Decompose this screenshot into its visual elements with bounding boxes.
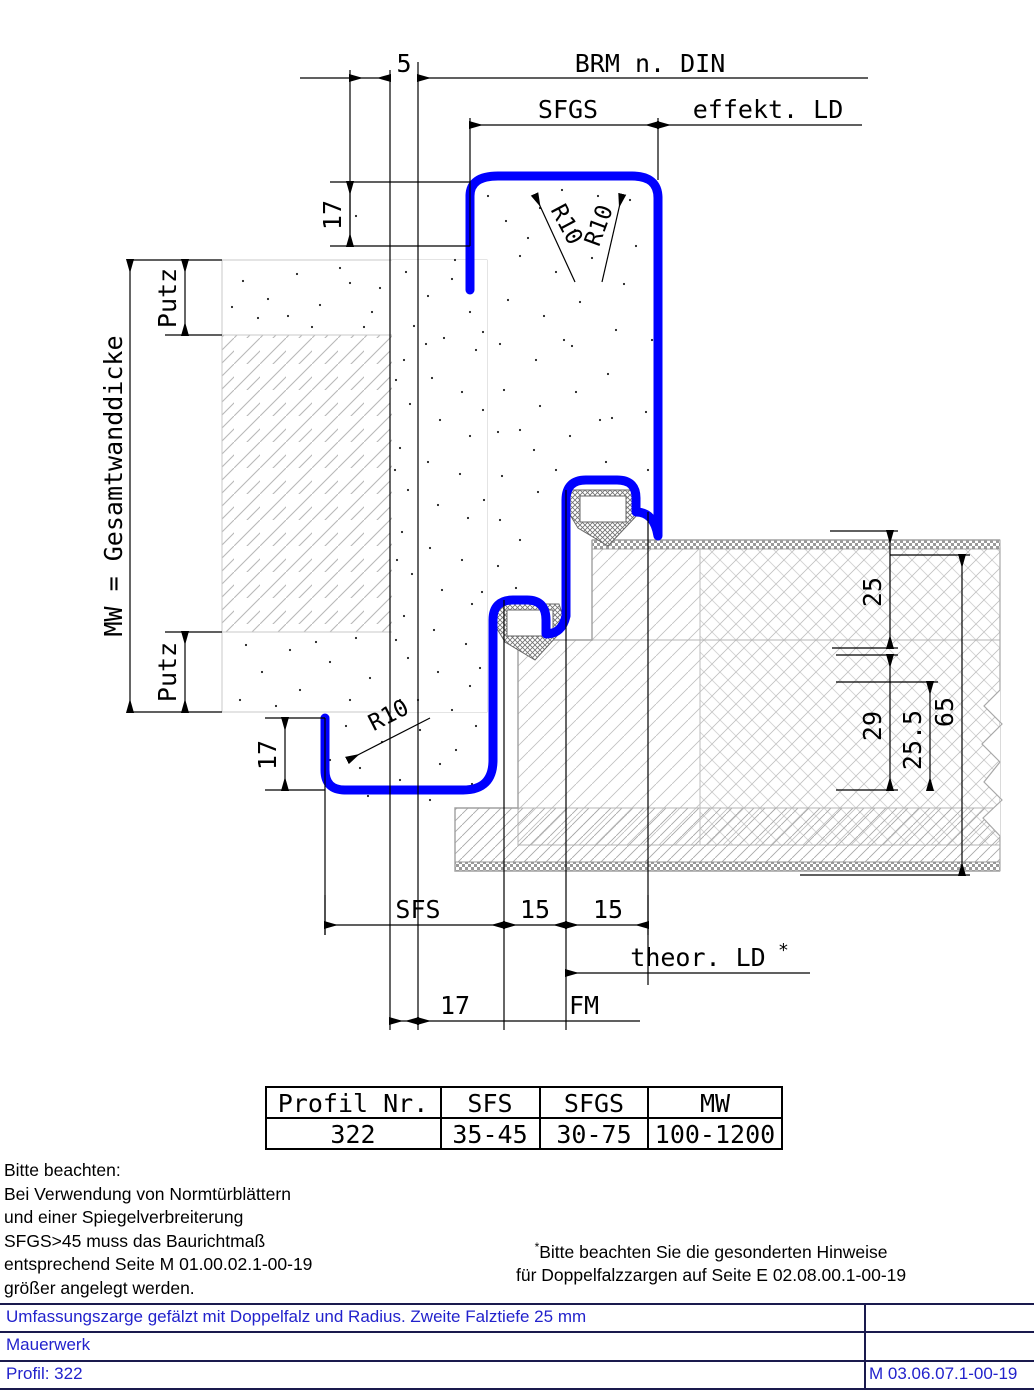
label-255: 25.5 bbox=[898, 710, 927, 770]
note-right-star: * bbox=[534, 1240, 540, 1254]
title-block-rule-bottom bbox=[0, 1388, 1034, 1390]
label-theor-ld: theor. LD bbox=[630, 943, 765, 972]
label-mw: MW = Gesamtwanddicke bbox=[99, 335, 128, 636]
label-29: 29 bbox=[858, 711, 887, 741]
leader-r10-bottom bbox=[345, 717, 431, 765]
label-brm: BRM n. DIN bbox=[575, 49, 726, 78]
table-cell-mw: 100-1200 bbox=[655, 1120, 775, 1149]
label-sfgs: SFGS bbox=[538, 95, 598, 124]
table-cell-sfs: 35-45 bbox=[452, 1120, 527, 1149]
note-right-line2: für Doppelfalzzargen auf Seite E 02.08.0… bbox=[516, 1265, 907, 1286]
profile-table: Profil Nr. SFS SFGS MW 322 35-45 30-75 1… bbox=[265, 1086, 783, 1150]
label-putz-upper: Putz bbox=[153, 268, 182, 328]
table-header-sfgs: SFGS bbox=[564, 1089, 624, 1118]
door-leaf-main-body2 bbox=[700, 640, 1000, 845]
wall-reveal-body bbox=[392, 260, 487, 712]
label-putz-lower: Putz bbox=[153, 642, 182, 702]
title-block-description: Umfassungszarge gefälzt mit Doppelfalz u… bbox=[6, 1307, 587, 1326]
leader-r10-left bbox=[530, 192, 576, 283]
title-block-rule-1 bbox=[0, 1331, 1034, 1333]
door-leaf-top-veneer bbox=[591, 539, 1001, 550]
label-65: 65 bbox=[930, 697, 959, 727]
frame-rebate-upper bbox=[561, 475, 663, 615]
table-cell-profil: 322 bbox=[330, 1120, 375, 1149]
label-17-bottom: 17 bbox=[253, 740, 282, 770]
title-block-profile: Profil: 322 bbox=[6, 1364, 83, 1383]
dimension-lines bbox=[125, 62, 970, 1030]
label-25: 25 bbox=[858, 577, 887, 607]
title-block-wall-type: Mauerwerk bbox=[6, 1335, 91, 1354]
note-left: Bitte beachten: Bei Verwendung von Normt… bbox=[4, 1160, 313, 1298]
label-theor-ld-star: * bbox=[778, 940, 789, 961]
note-right: *Bitte beachten Sie die gesonderten Hinw… bbox=[516, 1236, 906, 1288]
stipple-texture bbox=[230, 188, 662, 802]
frame-rebate-lower bbox=[488, 595, 571, 765]
label-sfs: SFS bbox=[395, 895, 440, 924]
door-leaf-foot-body bbox=[454, 807, 1001, 863]
title-block: Umfassungszarge gefälzt mit Doppelfalz u… bbox=[0, 1303, 1034, 1390]
label-17-fm: 17 bbox=[440, 991, 470, 1020]
frame-head-radius bbox=[465, 171, 663, 203]
leader-r10-right bbox=[601, 192, 627, 283]
label-15b: 15 bbox=[593, 895, 623, 924]
label-5: 5 bbox=[396, 49, 411, 78]
door-leaf bbox=[454, 539, 1003, 872]
door-leaf-upper-body2 bbox=[700, 548, 1000, 640]
frame-profile-blue bbox=[320, 171, 663, 795]
table-header-profil: Profil Nr. bbox=[278, 1089, 429, 1118]
title-block-document-code: M 03.06.07.1-00-19 bbox=[869, 1364, 1018, 1383]
frame-bottom-leg bbox=[340, 755, 498, 795]
note-right-line1: Bitte beachten Sie die gesonderten Hinwe… bbox=[539, 1241, 888, 1262]
label-fm: FM bbox=[569, 991, 599, 1020]
table-header-sfs: SFS bbox=[467, 1089, 512, 1118]
table-header-mw: MW bbox=[700, 1089, 731, 1118]
label-effekt-ld: effekt. LD bbox=[693, 95, 844, 124]
table-cell-sfgs: 30-75 bbox=[556, 1120, 631, 1149]
label-15a: 15 bbox=[520, 895, 550, 924]
title-block-rule-2 bbox=[0, 1360, 1034, 1362]
door-leaf-bottom-veneer bbox=[454, 861, 1001, 872]
break-line bbox=[981, 548, 1003, 871]
wall-assembly bbox=[221, 259, 488, 713]
title-block-divider bbox=[864, 1303, 866, 1390]
label-17-top: 17 bbox=[318, 200, 347, 230]
title-block-rule-top bbox=[0, 1303, 1034, 1305]
